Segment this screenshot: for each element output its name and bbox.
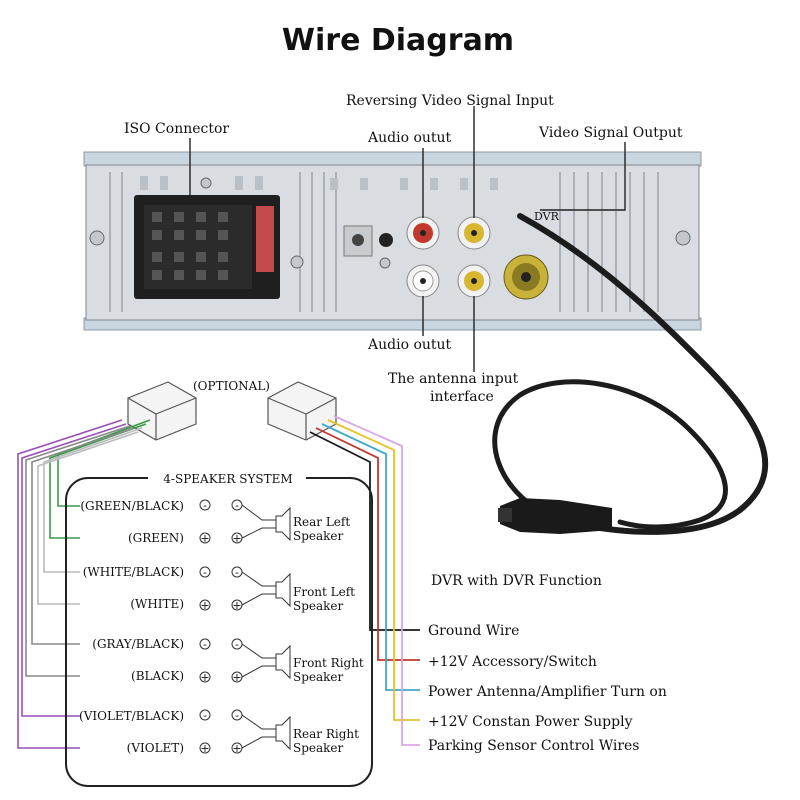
iso-connector-label: ISO Connector <box>124 121 229 137</box>
dvr-cable <box>492 213 769 535</box>
parking-sensor-label: Parking Sensor Control Wires <box>428 738 639 754</box>
speaker-label: Speaker <box>293 741 344 755</box>
rca-antenna-yellow <box>457 264 491 298</box>
speaker-label: Speaker <box>293 670 344 684</box>
neg-terminal: - <box>235 638 239 651</box>
ground-wire-label: Ground Wire <box>428 623 519 639</box>
speaker-system-title: 4-SPEAKER SYSTEM <box>163 472 292 486</box>
wire-label-violet-black: (VIOLET/BLACK) <box>79 709 184 723</box>
optional-label: (OPTIONAL) <box>193 379 270 393</box>
rca-reversing-video <box>457 216 491 250</box>
dvr-function-label: DVR with DVR Function <box>431 573 602 589</box>
pos-terminal: + <box>232 671 241 684</box>
optional-plug-right <box>267 381 337 441</box>
video-signal-output-label: Video Signal Output <box>538 125 683 141</box>
page-title: Wire Diagram <box>282 23 514 58</box>
rca-audio-white <box>406 264 440 298</box>
audio-output-top-label: Audio outut <box>367 130 452 146</box>
screw-right <box>675 230 691 246</box>
audio-output-bottom-label: Audio outut <box>367 337 452 353</box>
neg-terminal: - <box>203 709 207 722</box>
neg-terminal: - <box>235 566 239 579</box>
iso-connector <box>134 195 280 299</box>
pos-terminal: + <box>200 671 209 684</box>
neg-terminal: - <box>235 499 239 512</box>
speaker-rear-right: - - + + Rear Right Speaker <box>199 709 359 755</box>
wire-label-white-black: (WHITE/BLACK) <box>83 565 184 579</box>
antenna-input-label-line2: interface <box>430 389 494 405</box>
dvr-connector <box>498 498 612 534</box>
speaker-label: Speaker <box>293 599 344 613</box>
speaker-icon <box>275 572 291 608</box>
pos-terminal: + <box>200 599 209 612</box>
speaker-icon <box>275 715 291 751</box>
speaker-label: Speaker <box>293 529 344 543</box>
pos-terminal: + <box>200 742 209 755</box>
pos-terminal: + <box>232 532 241 545</box>
head-unit-rear-panel: DVR <box>83 151 702 331</box>
speaker-front-left: - - + + Front Left Speaker <box>199 566 355 613</box>
wire-label-violet: (VIOLET) <box>127 741 184 755</box>
neg-terminal: - <box>235 709 239 722</box>
optional-plug-left <box>127 381 197 441</box>
speaker-label: Front Right <box>293 656 364 670</box>
antenna-socket <box>503 254 549 300</box>
speaker-terminals: - - + + Rear Left Speaker - - + + Front … <box>199 499 364 755</box>
neg-terminal: - <box>203 638 207 651</box>
neg-terminal: - <box>203 499 207 512</box>
rca-audio-red <box>406 216 440 250</box>
wire-label-green-black: (GREEN/BLACK) <box>80 499 184 513</box>
dvr-port-text: DVR <box>534 210 560 223</box>
speaker-front-right: - - + + Front Right Speaker <box>199 638 364 684</box>
power-antenna-label: Power Antenna/Amplifier Turn on <box>428 684 667 700</box>
wire-labels: (GREEN/BLACK) (GREEN) (WHITE/BLACK) (WHI… <box>79 499 184 755</box>
power-wire-bundle <box>309 415 420 746</box>
neg-terminal: - <box>203 566 207 579</box>
wire-label-green: (GREEN) <box>128 531 184 545</box>
wire-label-black: (BLACK) <box>131 669 184 683</box>
speaker-rear-left: - - + + Rear Left Speaker <box>199 499 350 545</box>
speaker-icon <box>275 506 291 542</box>
speaker-icon <box>275 644 291 680</box>
speaker-label: Rear Left <box>293 515 350 529</box>
wire-label-gray-black: (GRAY/BLACK) <box>92 637 184 651</box>
power-wire-labels: Ground Wire +12V Accessory/Switch Power … <box>428 623 667 754</box>
pos-terminal: + <box>200 532 209 545</box>
speaker-label: Front Left <box>293 585 355 599</box>
wire-label-white: (WHITE) <box>130 597 184 611</box>
speaker-label: Rear Right <box>293 727 359 741</box>
leader-lines <box>189 106 626 372</box>
pos-terminal: + <box>232 599 241 612</box>
constant-power-label: +12V Constan Power Supply <box>428 714 633 730</box>
speaker-wire-bundle <box>17 419 151 749</box>
screw-left <box>89 230 105 246</box>
accessory-switch-label: +12V Accessory/Switch <box>428 654 597 670</box>
antenna-input-label-line1: The antenna input <box>388 371 519 387</box>
reversing-video-label: Reversing Video Signal Input <box>346 93 554 109</box>
pos-terminal: + <box>232 742 241 755</box>
